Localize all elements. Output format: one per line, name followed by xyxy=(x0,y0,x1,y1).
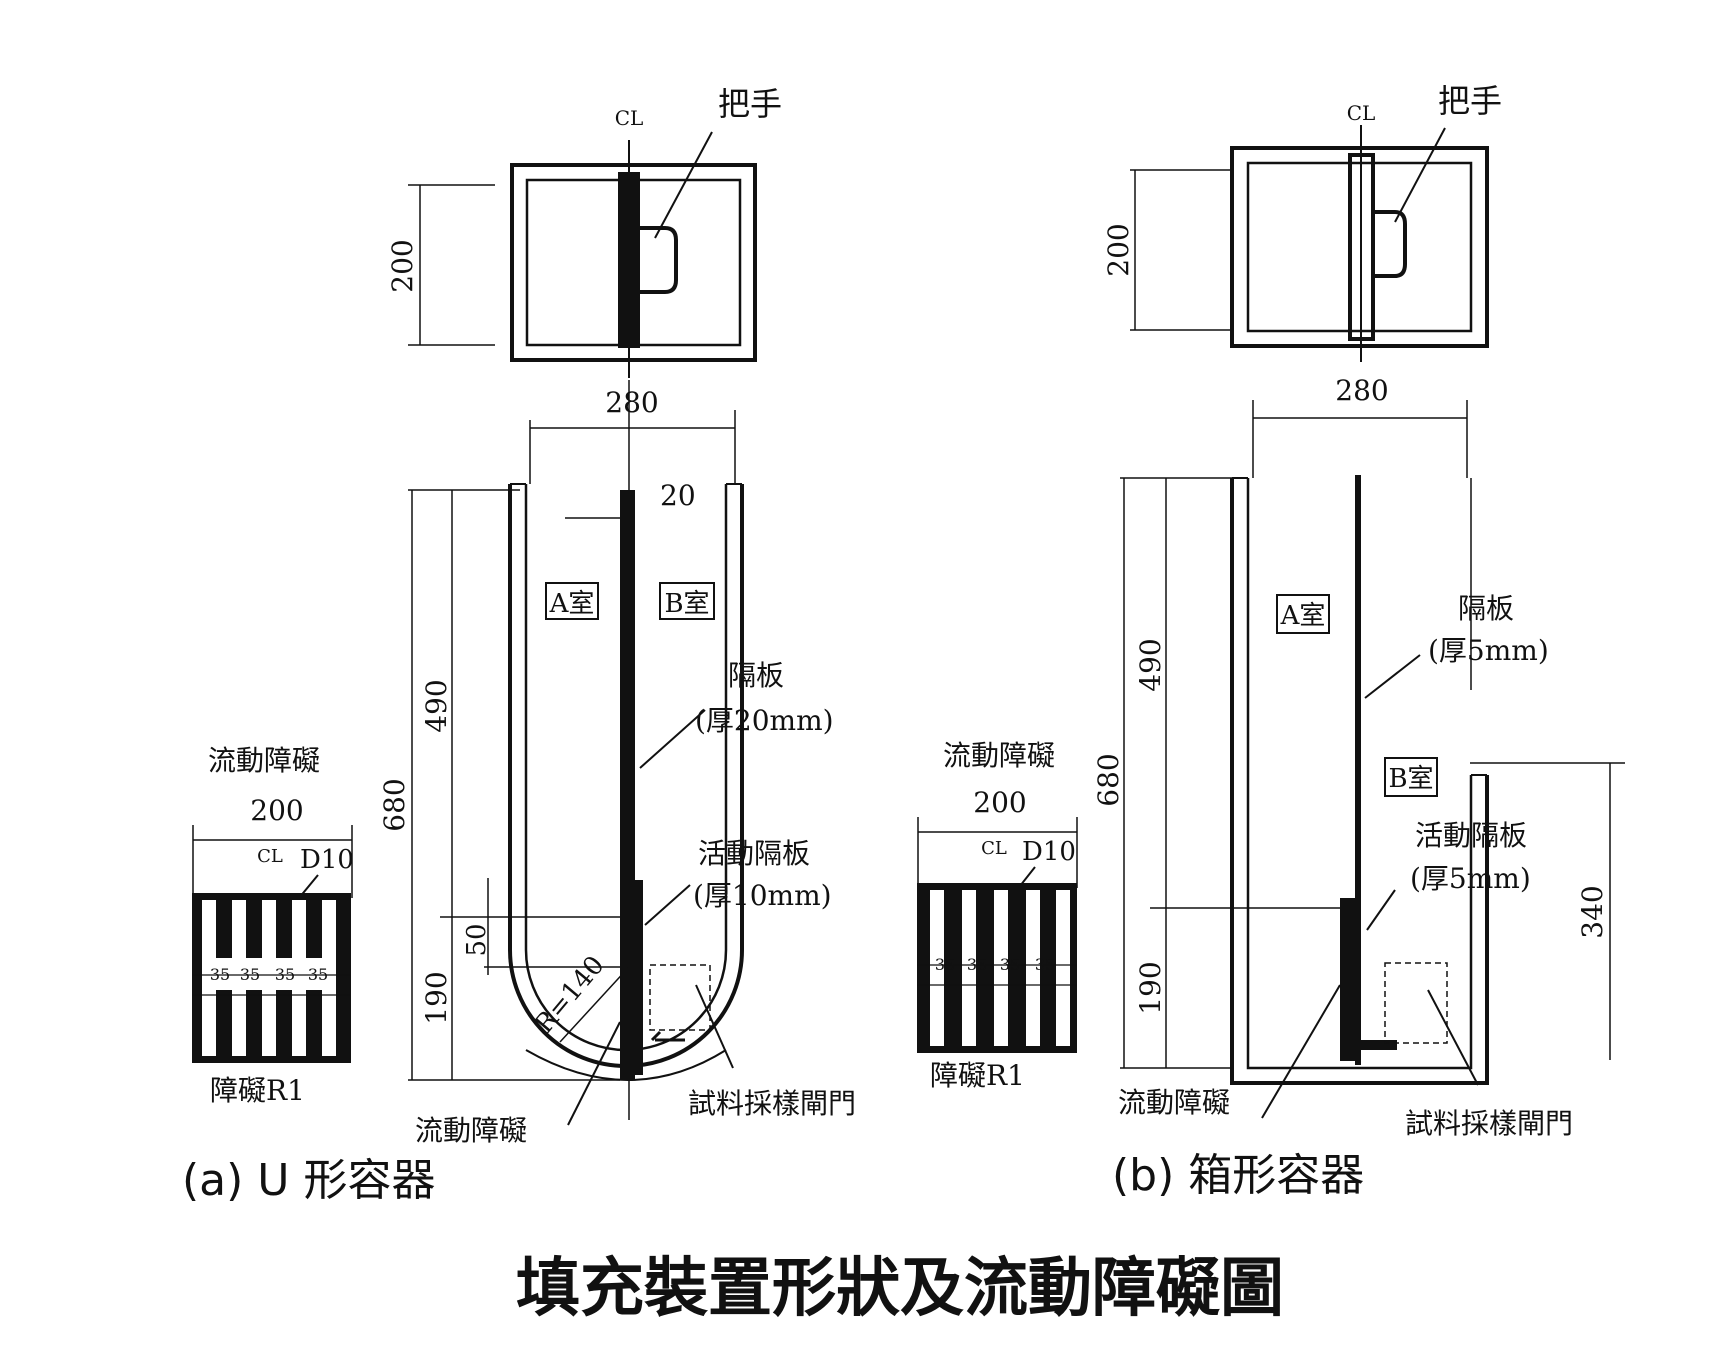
box-side-view: 280 A室 B室 680 490 xyxy=(1092,374,1625,1140)
box-pitch-3: 35 xyxy=(1000,955,1020,974)
caption-a: (a) U 形容器 xyxy=(182,1155,435,1206)
u-dim-680: 680 xyxy=(378,778,411,831)
box-detail-title: 流動障礙 xyxy=(943,739,1055,772)
box-movable-partition: 活動隔板 xyxy=(1415,819,1527,852)
box-pitch-4: 35 xyxy=(1035,955,1055,974)
u-room-a: A室 xyxy=(549,589,595,619)
u-pitch-4: 35 xyxy=(308,965,328,984)
u-top-dim-200: 200 xyxy=(386,239,419,292)
u-dim-190: 190 xyxy=(420,971,453,1024)
box-top-cl: CL xyxy=(1347,101,1376,125)
box-room-b: B室 xyxy=(1388,764,1433,794)
box-thick-5-movable: (厚5mm) xyxy=(1410,862,1531,895)
u-pitch-2: 35 xyxy=(240,965,260,984)
u-side-view: 280 20 A室 B室 680 490 xyxy=(378,380,856,1147)
u-container-figure: 200 CL 把手 280 20 A室 xyxy=(182,85,856,1206)
u-pitch-3: 35 xyxy=(275,965,295,984)
u-detail-title: 流動障礙 xyxy=(208,744,320,777)
box-container-figure: 200 CL 把手 280 A室 B室 xyxy=(917,82,1625,1201)
u-detail-dim-200: 200 xyxy=(250,794,303,827)
box-flow-obstacle-label: 流動障礙 xyxy=(1118,1086,1230,1119)
u-flow-obstacle-label: 流動障礙 xyxy=(415,1114,527,1147)
box-detail-cl: CL xyxy=(981,838,1007,859)
box-top-dim-200: 200 xyxy=(1102,223,1135,276)
box-pitch-1: 35 xyxy=(935,955,955,974)
box-handle-label: 把手 xyxy=(1438,82,1502,120)
u-detail-d10: D10 xyxy=(300,845,354,875)
box-dim-280: 280 xyxy=(1335,374,1388,407)
u-top-view: 200 CL 把手 xyxy=(386,85,782,378)
u-pitch-1: 35 xyxy=(210,965,230,984)
box-gate-label: 試料採樣閘門 xyxy=(1405,1107,1573,1140)
u-detail-cl: CL xyxy=(257,846,283,867)
box-detail-dim-200: 200 xyxy=(973,786,1026,819)
box-obstacle-r1: 障礙R1 xyxy=(930,1059,1025,1092)
box-obstacle-detail: 流動障礙 200 CL D10 35 35 35 35 障礙R1 xyxy=(917,739,1078,1092)
u-partition-label: 隔板 xyxy=(728,659,784,692)
u-dim-280: 280 xyxy=(605,386,658,419)
box-partition-label: 隔板 xyxy=(1458,592,1514,625)
box-dim-490: 490 xyxy=(1134,638,1167,691)
box-top-view: 200 CL 把手 xyxy=(1102,82,1502,362)
box-thick-5: (厚5mm) xyxy=(1428,634,1549,667)
u-top-cl: CL xyxy=(615,106,644,130)
u-room-b: B室 xyxy=(664,589,709,619)
u-dim-490: 490 xyxy=(420,679,453,732)
box-pitch-2: 35 xyxy=(967,955,987,974)
caption-b: (b) 箱形容器 xyxy=(1112,1150,1364,1201)
u-movable-partition: 活動隔板 xyxy=(698,837,810,870)
box-dim-340: 340 xyxy=(1576,885,1609,938)
box-room-a: A室 xyxy=(1280,601,1326,631)
box-dim-680: 680 xyxy=(1092,753,1125,806)
u-handle-label: 把手 xyxy=(718,85,782,123)
handle-icon xyxy=(640,226,678,294)
u-obstacle-r1: 障礙R1 xyxy=(210,1074,305,1107)
u-obstacle-detail: 流動障礙 200 CL D10 35 35 35 35 障礙R1 xyxy=(192,744,354,1107)
u-gate-label: 試料採樣閘門 xyxy=(688,1087,856,1120)
handle-icon xyxy=(1373,210,1407,278)
u-dim-20: 20 xyxy=(660,479,696,512)
u-radius-label: R=140 xyxy=(529,950,610,1039)
figure-title: 填充裝置形狀及流動障礙圖 xyxy=(516,1251,1284,1326)
u-dim-50: 50 xyxy=(462,923,492,956)
u-thick-10: (厚10mm) xyxy=(693,879,832,912)
u-thick-20: (厚20mm) xyxy=(695,704,834,737)
box-detail-d10: D10 xyxy=(1022,837,1076,867)
box-dim-190: 190 xyxy=(1134,961,1167,1014)
